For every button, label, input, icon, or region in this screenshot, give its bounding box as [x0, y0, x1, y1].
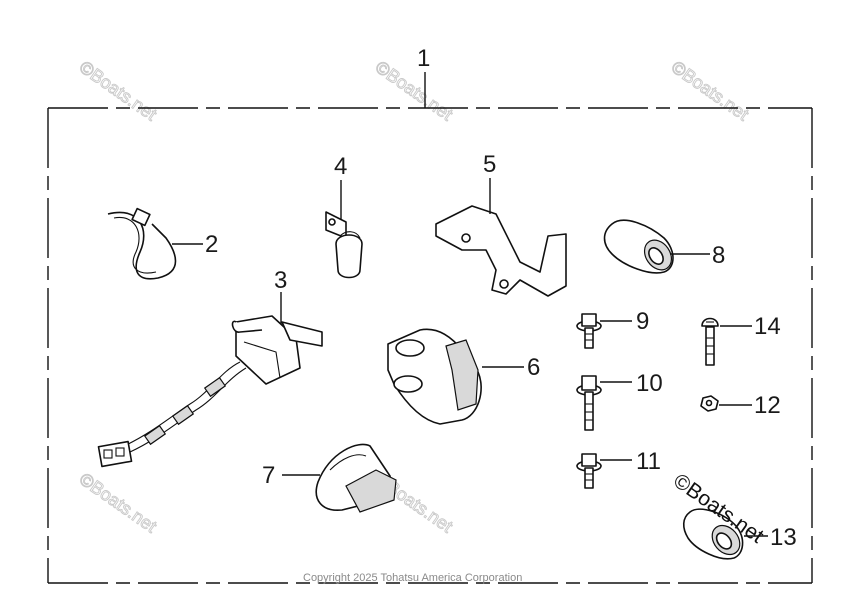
callout-10: 10 — [636, 370, 663, 397]
kit-boundary — [47, 72, 813, 584]
watermark-text: ©Boats.net — [372, 57, 457, 125]
callout-14: 14 — [754, 313, 781, 340]
callout-1: 1 — [417, 45, 430, 72]
callout-8: 8 — [712, 242, 725, 269]
callout-6: 6 — [527, 354, 540, 381]
watermark-text: ©Boats.net — [668, 57, 753, 125]
part-bolt-11[interactable] — [576, 453, 632, 489]
part-cover[interactable] — [282, 443, 397, 513]
callout-5: 5 — [483, 151, 496, 178]
callout-3: 3 — [274, 267, 287, 294]
callout-labels: 1 2 3 4 5 6 7 8 9 10 11 12 13 14 — [205, 45, 797, 551]
callout-11: 11 — [636, 448, 661, 475]
callout-4: 4 — [334, 153, 347, 180]
part-bolt-10[interactable] — [576, 375, 632, 431]
watermark-text: ©Boats.net — [76, 57, 161, 125]
part-cable-tie[interactable] — [107, 207, 203, 280]
part-clip[interactable] — [325, 180, 363, 279]
callout-12: 12 — [754, 392, 781, 419]
part-bolt-9[interactable] — [576, 313, 632, 349]
callout-7: 7 — [262, 462, 275, 489]
part-clamp[interactable] — [387, 328, 524, 425]
part-bushing[interactable] — [682, 508, 768, 560]
callout-13: 13 — [770, 524, 797, 551]
callout-9: 9 — [636, 308, 649, 335]
watermark-text: ©Boats.net — [76, 469, 161, 537]
part-switch-harness[interactable] — [97, 292, 323, 468]
part-nut[interactable] — [700, 395, 752, 412]
part-grommet[interactable] — [603, 219, 711, 275]
part-bracket[interactable] — [435, 178, 567, 297]
copyright-text: Copyright 2025 Tohatsu America Corporati… — [303, 572, 522, 584]
part-screw[interactable] — [701, 317, 752, 366]
callout-2: 2 — [205, 231, 218, 258]
